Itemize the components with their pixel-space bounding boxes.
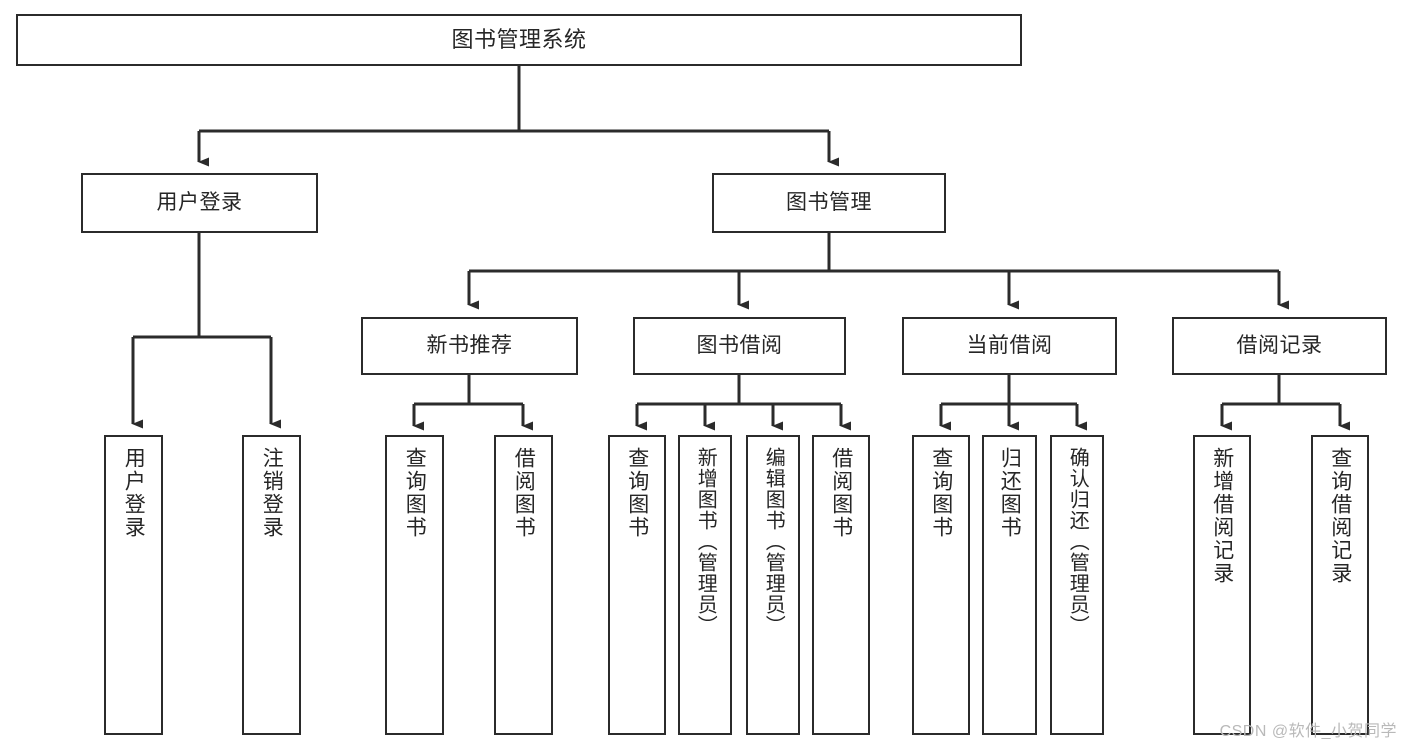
- node-label: 图书管理系统: [451, 27, 587, 53]
- node-current-borrow[interactable]: 当前借阅: [902, 317, 1117, 375]
- node-label: 查询借阅记录: [1328, 447, 1352, 585]
- node-leaf-add-record[interactable]: 新增借阅记录: [1193, 435, 1251, 735]
- node-leaf-edit-book[interactable]: 编辑图书（管理员）: [746, 435, 800, 735]
- node-label: 查询图书: [403, 447, 427, 539]
- node-leaf-return-book[interactable]: 归还图书: [982, 435, 1037, 735]
- node-label: 借阅图书: [512, 447, 536, 539]
- node-label: 借阅图书: [829, 447, 853, 539]
- node-label: 用户登录: [156, 190, 243, 214]
- node-leaf-user-login[interactable]: 用户登录: [104, 435, 163, 735]
- node-leaf-query-book-3[interactable]: 查询图书: [912, 435, 970, 735]
- node-label: 当前借阅: [966, 333, 1053, 357]
- node-label: 新书推荐: [426, 333, 513, 357]
- node-label: 新增图书（管理员）: [694, 447, 717, 636]
- node-book-borrow[interactable]: 图书借阅: [633, 317, 846, 375]
- node-label: 图书管理: [786, 190, 872, 214]
- node-label: 新增借阅记录: [1210, 447, 1234, 585]
- node-label: 确认归还（管理员）: [1066, 447, 1089, 636]
- node-label: 借阅记录: [1236, 333, 1323, 357]
- node-leaf-query-record[interactable]: 查询借阅记录: [1311, 435, 1369, 735]
- node-leaf-borrow-book-2[interactable]: 借阅图书: [812, 435, 870, 735]
- node-new-book-recommend[interactable]: 新书推荐: [361, 317, 578, 375]
- node-label: 查询图书: [929, 447, 953, 539]
- node-leaf-logout[interactable]: 注销登录: [242, 435, 301, 735]
- node-leaf-add-book[interactable]: 新增图书（管理员）: [678, 435, 732, 735]
- node-user-login[interactable]: 用户登录: [81, 173, 318, 233]
- node-borrow-record[interactable]: 借阅记录: [1172, 317, 1387, 375]
- node-label: 归还图书: [998, 447, 1022, 539]
- node-label: 查询图书: [625, 447, 649, 539]
- node-leaf-query-book-1[interactable]: 查询图书: [385, 435, 444, 735]
- node-label: 图书借阅: [696, 333, 783, 357]
- node-label: 用户登录: [122, 447, 146, 539]
- node-leaf-confirm-return[interactable]: 确认归还（管理员）: [1050, 435, 1104, 735]
- node-label: 注销登录: [260, 447, 284, 539]
- node-book-manage[interactable]: 图书管理: [712, 173, 946, 233]
- node-leaf-borrow-book-1[interactable]: 借阅图书: [494, 435, 553, 735]
- node-leaf-query-book-2[interactable]: 查询图书: [608, 435, 666, 735]
- node-label: 编辑图书（管理员）: [762, 447, 785, 636]
- csdn-watermark: CSDN @软件_小贺同学: [1219, 723, 1397, 740]
- node-root-system[interactable]: 图书管理系统: [16, 14, 1022, 66]
